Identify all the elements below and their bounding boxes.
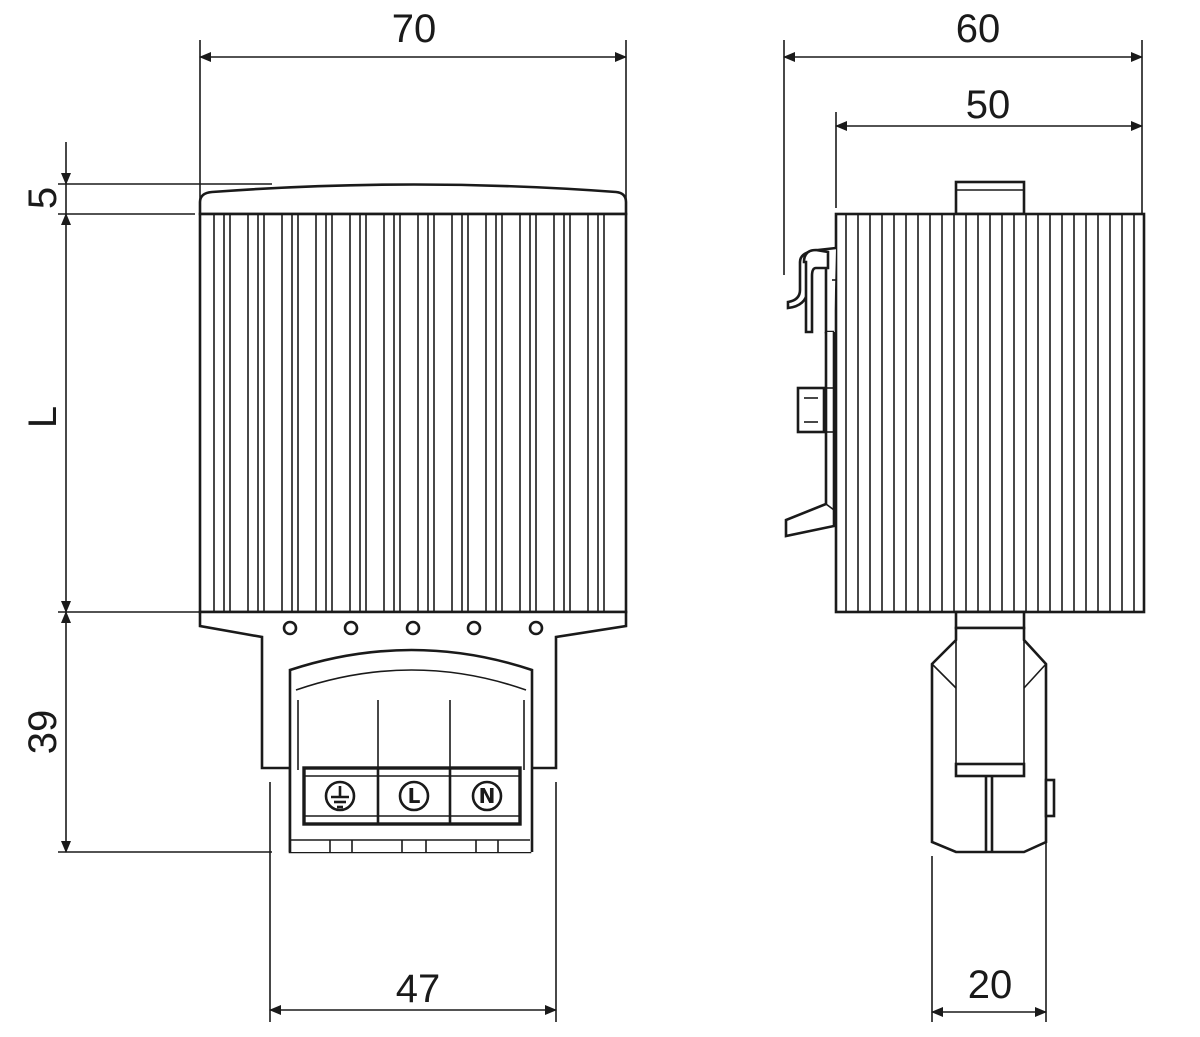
dim-label-5: 5 (21, 187, 65, 209)
dim-label-47: 47 (396, 967, 441, 1011)
side-top-stub (954, 180, 1026, 216)
terminal-block (288, 648, 534, 852)
terminal-label-l: L (408, 784, 421, 808)
dimension-lines (58, 40, 1143, 1022)
terminal-line: L (398, 780, 430, 812)
din-rail-clip (784, 246, 837, 538)
dim-label-70: 70 (392, 7, 437, 51)
dimension-labels: 70 60 50 5 L 39 47 20 (21, 7, 1012, 1011)
front-heatsink-body (198, 212, 628, 614)
terminal-earth (324, 780, 356, 812)
front-heatsink-fins (213, 214, 605, 612)
dim-label-50: 50 (966, 83, 1011, 127)
side-terminal (930, 610, 1056, 854)
front-vent-holes (282, 620, 544, 636)
side-heatsink-fins (845, 214, 1135, 612)
dim-label-20: 20 (968, 963, 1013, 1007)
terminal-label-n: N (479, 784, 496, 808)
front-top-cap (198, 183, 628, 216)
dim-label-60: 60 (956, 7, 1001, 51)
terminal-neutral: N (471, 780, 503, 812)
front-view: L N (198, 183, 628, 854)
dim-label-39: 39 (21, 710, 65, 755)
side-view (784, 180, 1146, 854)
dim-label-l: L (21, 406, 65, 428)
